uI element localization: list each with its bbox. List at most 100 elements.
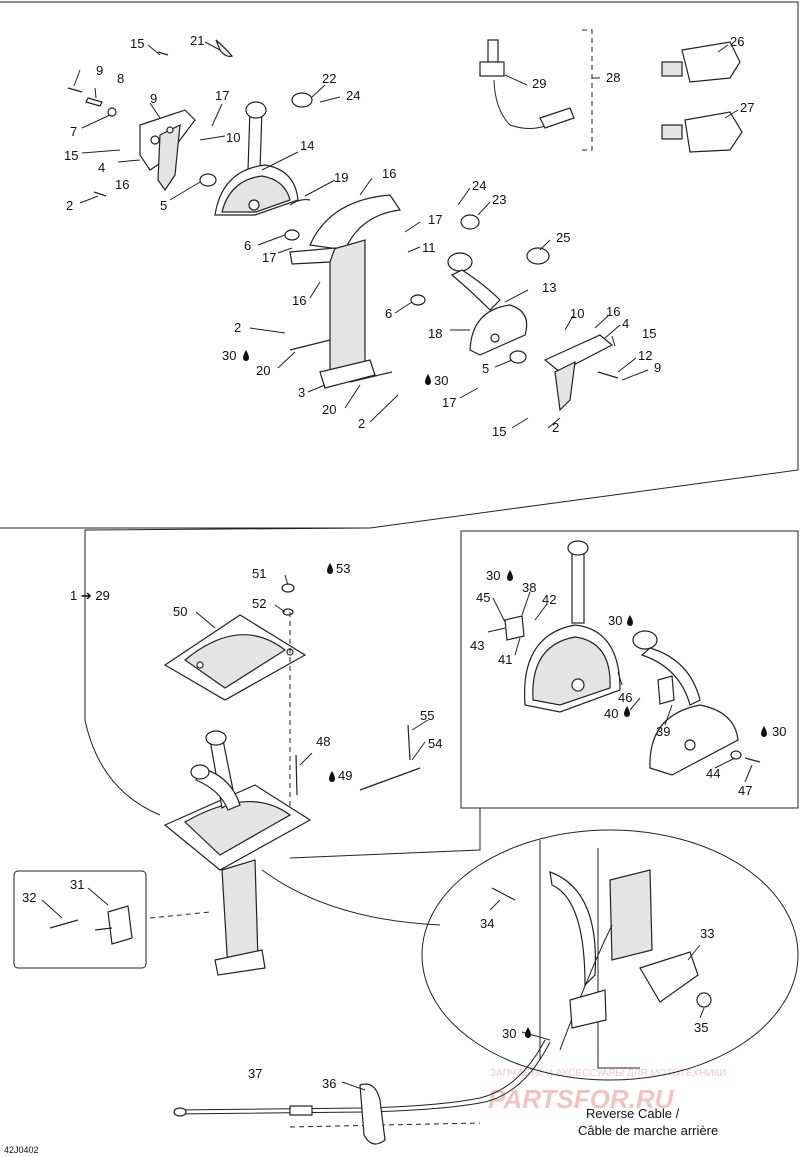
pin-20-lower bbox=[349, 371, 393, 383]
callout-14: 14 bbox=[300, 138, 314, 153]
screw-51 bbox=[281, 583, 295, 593]
pin-20-upper bbox=[289, 339, 331, 351]
callout-39: 39 bbox=[656, 724, 670, 739]
cable-bracket-31 bbox=[49, 905, 133, 945]
reverse-cable-37 bbox=[173, 1039, 551, 1117]
callout-21: 21 bbox=[190, 33, 204, 48]
callout-47: 47 bbox=[738, 783, 752, 798]
callout-17: 17 bbox=[428, 212, 442, 227]
callout-30-d: 30 bbox=[608, 613, 622, 628]
callout-51: 51 bbox=[252, 566, 266, 581]
callout-2: 2 bbox=[66, 198, 73, 213]
callout-6: 6 bbox=[385, 306, 392, 321]
callout-25: 25 bbox=[556, 230, 570, 245]
callout-10: 10 bbox=[226, 130, 240, 145]
spacer-5-right bbox=[509, 350, 527, 364]
callout-42: 42 bbox=[542, 592, 556, 607]
callout-15: 15 bbox=[130, 36, 144, 51]
cable-caption-english: Reverse Cable / bbox=[586, 1106, 680, 1121]
callout-17: 17 bbox=[215, 88, 229, 103]
clip-23 bbox=[460, 214, 480, 230]
spring-12 bbox=[597, 371, 619, 379]
connector-27 bbox=[661, 111, 743, 153]
callout-44: 44 bbox=[706, 766, 720, 781]
callout-54: 54 bbox=[428, 736, 442, 751]
plate-22 bbox=[291, 92, 313, 108]
callout-24: 24 bbox=[346, 88, 360, 103]
callout-3: 3 bbox=[298, 385, 305, 400]
callout-31: 31 bbox=[70, 877, 84, 892]
callout-48: 48 bbox=[316, 734, 330, 749]
spacer-5-left bbox=[199, 173, 217, 187]
callout-15: 15 bbox=[492, 424, 506, 439]
magnified-lever-detail bbox=[539, 840, 699, 1069]
callout-22: 22 bbox=[322, 71, 336, 86]
group-28-bracket bbox=[582, 29, 593, 151]
callout-30-c: 30 bbox=[486, 568, 500, 583]
cable-clip-36 bbox=[359, 1083, 386, 1145]
callout-2: 2 bbox=[234, 320, 241, 335]
control-housing-3 bbox=[289, 194, 402, 389]
connector-26 bbox=[661, 41, 741, 83]
callout-26: 26 bbox=[730, 34, 744, 49]
callout-9: 9 bbox=[96, 63, 103, 78]
callout-55: 55 bbox=[420, 708, 434, 723]
callout-30-b: 30 bbox=[434, 373, 448, 388]
bracket-leader bbox=[149, 911, 211, 919]
callout-9: 9 bbox=[654, 360, 661, 375]
callout-16: 16 bbox=[292, 293, 306, 308]
control-box-assembly bbox=[163, 730, 312, 976]
callout-16: 16 bbox=[382, 166, 396, 181]
cable-caption-french: Câble de marche arrière bbox=[578, 1123, 718, 1138]
link-rod-54 bbox=[359, 767, 421, 791]
spring-8 bbox=[85, 97, 103, 107]
callout-20: 20 bbox=[256, 363, 270, 378]
cable-axis-dashed bbox=[289, 1122, 481, 1128]
callout-4: 4 bbox=[622, 316, 629, 331]
washer-6-lower bbox=[410, 294, 426, 306]
rivet-55 bbox=[407, 724, 411, 761]
lubricant-drop-icons bbox=[243, 350, 767, 1038]
cap-25 bbox=[526, 247, 550, 265]
callout-15: 15 bbox=[642, 326, 656, 341]
callout-29: 29 bbox=[532, 76, 546, 91]
range-leader-line bbox=[84, 527, 371, 816]
callout-32: 32 bbox=[22, 890, 36, 905]
inset-screw-47 bbox=[744, 757, 761, 763]
callout-7: 7 bbox=[70, 124, 77, 139]
watermark-line2: PARTSFOR.RU bbox=[488, 1084, 675, 1114]
clip-19 bbox=[289, 198, 311, 206]
callout-9: 9 bbox=[150, 91, 157, 106]
callout-17: 17 bbox=[442, 395, 456, 410]
screw-9-top bbox=[67, 87, 83, 93]
callout-15: 15 bbox=[64, 148, 78, 163]
callout-28: 28 bbox=[606, 70, 620, 85]
callout-24: 24 bbox=[472, 178, 486, 193]
neutral-switch-29 bbox=[479, 39, 575, 129]
callout-17: 17 bbox=[262, 250, 276, 265]
callout-5: 5 bbox=[482, 361, 489, 376]
callout-13: 13 bbox=[542, 280, 556, 295]
screw-34 bbox=[491, 887, 516, 901]
inset-to-box-leader bbox=[289, 808, 481, 859]
callout-10: 10 bbox=[570, 306, 584, 321]
callout-numbers: 15 21 9 8 9 17 7 10 15 14 4 16 2 5 22 24… bbox=[22, 33, 786, 1091]
inset-washer-44 bbox=[730, 750, 742, 760]
callout-16: 16 bbox=[115, 177, 129, 192]
callout-16: 16 bbox=[606, 304, 620, 319]
detail-inset-frame bbox=[460, 530, 799, 809]
top-panel-border bbox=[0, 1, 799, 529]
callout-52: 52 bbox=[252, 596, 266, 611]
callout-2: 2 bbox=[358, 416, 365, 431]
callout-40: 40 bbox=[604, 706, 618, 721]
callout-45: 45 bbox=[476, 590, 490, 605]
callout-34: 34 bbox=[480, 916, 494, 931]
figure-code: 42J0402 bbox=[4, 1145, 39, 1155]
callout-53: 53 bbox=[336, 561, 350, 576]
callout-27: 27 bbox=[740, 100, 754, 115]
magnified-view-ellipse bbox=[421, 829, 799, 1081]
callout-4: 4 bbox=[98, 160, 105, 175]
callout-20: 20 bbox=[322, 402, 336, 417]
watermark-line1: ЗАПЧАСТИ И АКСЕССУАРЫ ДЛЯ МОТОТЕХНИКИ bbox=[490, 1068, 727, 1079]
shift-bracket-right bbox=[543, 334, 614, 412]
